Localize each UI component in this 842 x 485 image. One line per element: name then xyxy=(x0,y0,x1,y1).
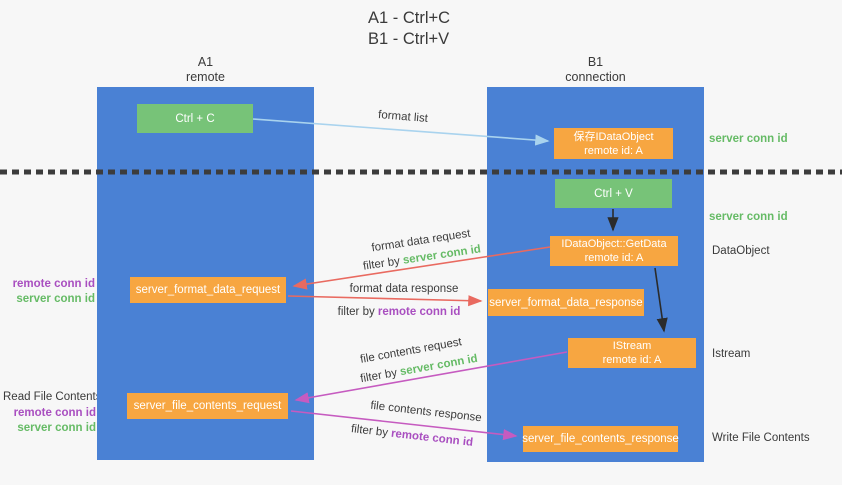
annotation-read-file-contents: Read File Contents xyxy=(3,391,102,403)
annotation-file-remote-conn-id: remote conn id xyxy=(13,407,96,419)
filter-key-remote-conn-id: remote conn id xyxy=(377,306,461,318)
node-ctrl-v: Ctrl + V xyxy=(555,179,672,208)
edge-label-file-response-filter: filter by remote conn id xyxy=(350,423,473,449)
annotation-server-conn-id-top: server conn id xyxy=(709,133,788,145)
node-istream-line2: remote id: A xyxy=(602,354,662,366)
annotation-server-conn-id-mid: server conn id xyxy=(709,211,788,223)
node-file-request: server_file_contents_request xyxy=(127,393,288,419)
title-line-2: B1 - Ctrl+V xyxy=(368,30,450,48)
node-format-response-label: server_format_data_response xyxy=(489,296,643,309)
node-format-request: server_format_data_request xyxy=(130,277,286,303)
title-line-1: A1 - Ctrl+C xyxy=(368,9,451,27)
edge-label-format-response-filter: filter by remote conn id xyxy=(338,306,461,318)
node-ctrl-c: Ctrl + C xyxy=(137,104,253,133)
filter-by-text: filter by xyxy=(359,366,402,386)
node-save-dataobject-line2: remote id: A xyxy=(584,144,643,157)
diagram-title: A1 - Ctrl+C B1 - Ctrl+V xyxy=(368,8,450,50)
column-header-b1: B1 connection xyxy=(487,55,704,85)
annotation-istream: Istream xyxy=(712,348,751,360)
node-getdata-line1: IDataObject::GetData xyxy=(561,238,667,250)
node-format-request-label: server_format_data_request xyxy=(135,284,281,296)
column-b1-subtitle: connection xyxy=(565,70,626,84)
arrow-format-data-response xyxy=(287,295,483,307)
node-save-dataobject-line1: 保存IDataObject xyxy=(573,130,654,143)
node-ctrl-v-label: Ctrl + V xyxy=(594,187,633,200)
node-save-dataobject: 保存IDataObject remote id: A xyxy=(554,128,673,159)
annotation-file-server-conn-id: server conn id xyxy=(17,422,96,434)
filter-by-text: filter by xyxy=(337,306,378,318)
column-b1-name: B1 xyxy=(587,55,604,69)
edge-label-file-contents-response: file contents response xyxy=(369,399,483,425)
node-istream-line1: IStream xyxy=(612,340,652,352)
node-getdata: IDataObject::GetData remote id: A xyxy=(550,236,678,266)
annotation-format-server-conn-id: server conn id xyxy=(16,293,95,305)
column-a1-name: A1 xyxy=(197,55,214,69)
column-a1-subtitle: remote xyxy=(186,70,225,84)
node-format-response: server_format_data_response xyxy=(488,289,644,316)
annotation-write-file-contents: Write File Contents xyxy=(712,432,810,444)
edge-label-format-data-response: format data response xyxy=(349,283,459,295)
annotation-format-remote-conn-id: remote conn id xyxy=(12,278,95,290)
node-file-request-label: server_file_contents_request xyxy=(133,400,282,412)
node-file-response-label: server_file_contents_response xyxy=(522,433,679,445)
node-getdata-line2: remote id: A xyxy=(584,252,644,264)
edge-label-format-list: format list xyxy=(377,109,429,125)
node-istream: IStream remote id: A xyxy=(568,338,696,368)
column-header-a1: A1 remote xyxy=(97,55,314,85)
filter-by-text: filter by xyxy=(362,254,404,273)
filter-by-text: filter by xyxy=(350,423,392,440)
node-ctrl-c-label: Ctrl + C xyxy=(175,112,215,125)
node-file-response: server_file_contents_response xyxy=(522,426,679,452)
filter-key-remote-conn-id: remote conn id xyxy=(390,427,474,449)
annotation-dataobject: DataObject xyxy=(712,245,770,257)
